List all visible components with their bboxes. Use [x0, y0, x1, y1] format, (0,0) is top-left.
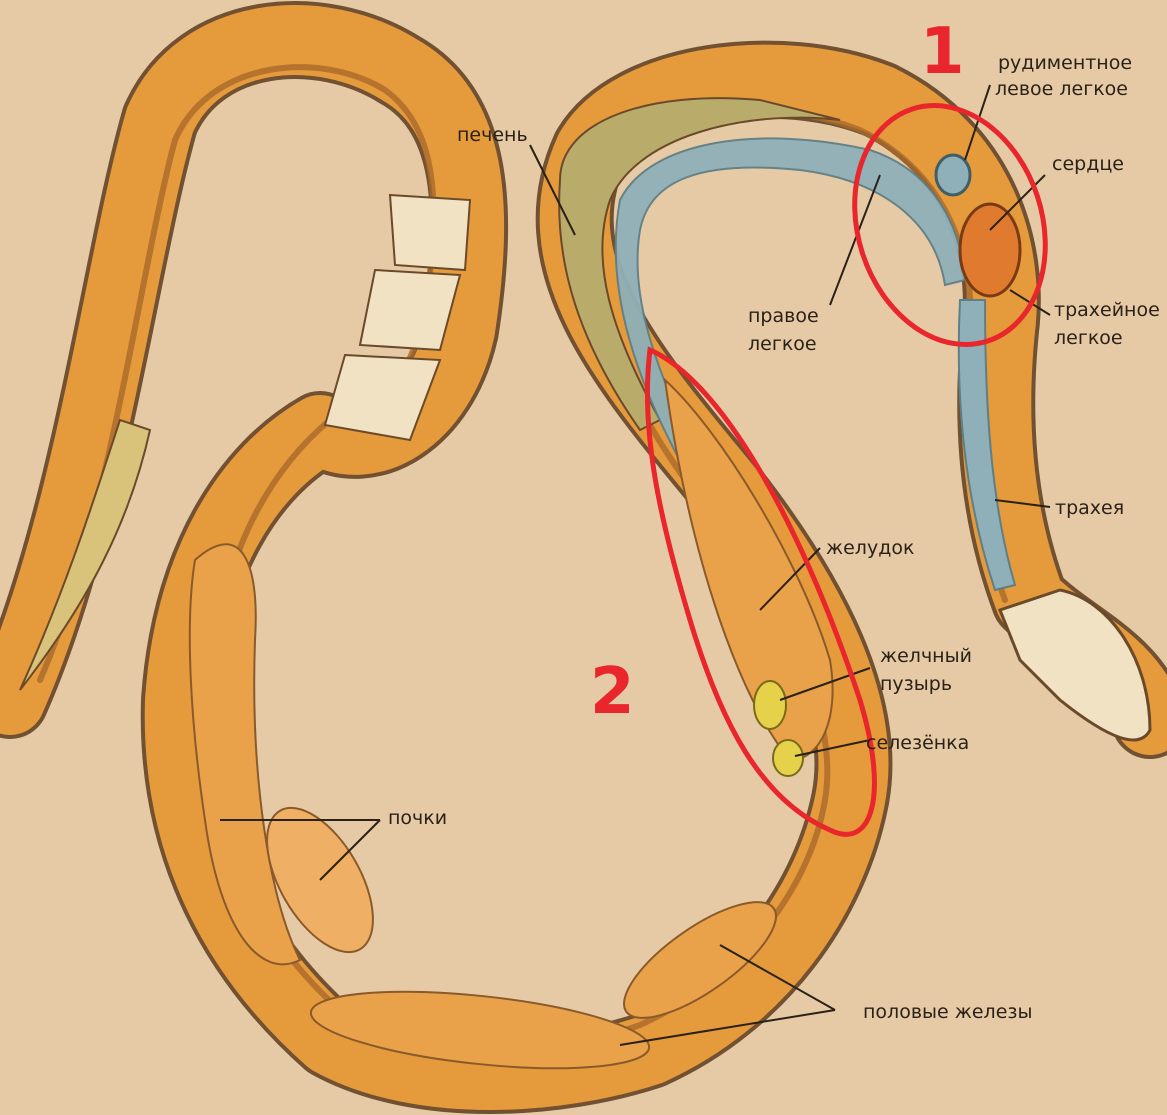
ventral-scales [323, 193, 472, 442]
label-right-lung-line2: легкое [748, 333, 817, 355]
label-tracheal-lung-line2: легкое [1054, 327, 1123, 349]
label-rudimentary-left-lung-line2: левое легкое [995, 78, 1128, 100]
gallbladder-shape [753, 680, 787, 730]
spleen-shape [772, 739, 804, 777]
label-rudimentary-left-lung-line1: рудиментное [998, 52, 1133, 74]
annotation-circle-2 [644, 346, 877, 837]
gonad-upper-shape [623, 901, 777, 1019]
annotation-circle-1 [852, 103, 1048, 347]
label-right-lung-line1: правое [748, 305, 819, 327]
annotation-mark-1: 1 [920, 15, 965, 89]
stomach-shape [663, 377, 834, 762]
label-spleen: селезёнка [866, 732, 970, 754]
kidney-left-shape [188, 543, 302, 966]
label-heart: сердце [1052, 153, 1124, 175]
gonad-lower-shape [309, 990, 651, 1070]
trachea-shape [957, 299, 1017, 592]
liver-shape [558, 97, 841, 432]
label-gallbladder-line1: желчный [880, 645, 972, 667]
label-gonads: половые железы [863, 1001, 1033, 1023]
label-tracheal-lung-line1: трахейное [1054, 299, 1160, 321]
label-gallbladder-line2: пузырь [880, 673, 953, 695]
rudimentary-left-lung-shape [934, 153, 972, 197]
tail-scales [19, 418, 152, 691]
heart-shape [958, 202, 1022, 298]
leader-lines [220, 84, 1051, 1046]
annotation-mark-2: 2 [590, 655, 635, 729]
label-stomach: желудок [826, 537, 915, 559]
label-trachea: трахея [1055, 497, 1125, 519]
snake-head [998, 588, 1152, 742]
label-liver: печень [457, 124, 528, 146]
label-kidneys: почки [388, 807, 448, 829]
